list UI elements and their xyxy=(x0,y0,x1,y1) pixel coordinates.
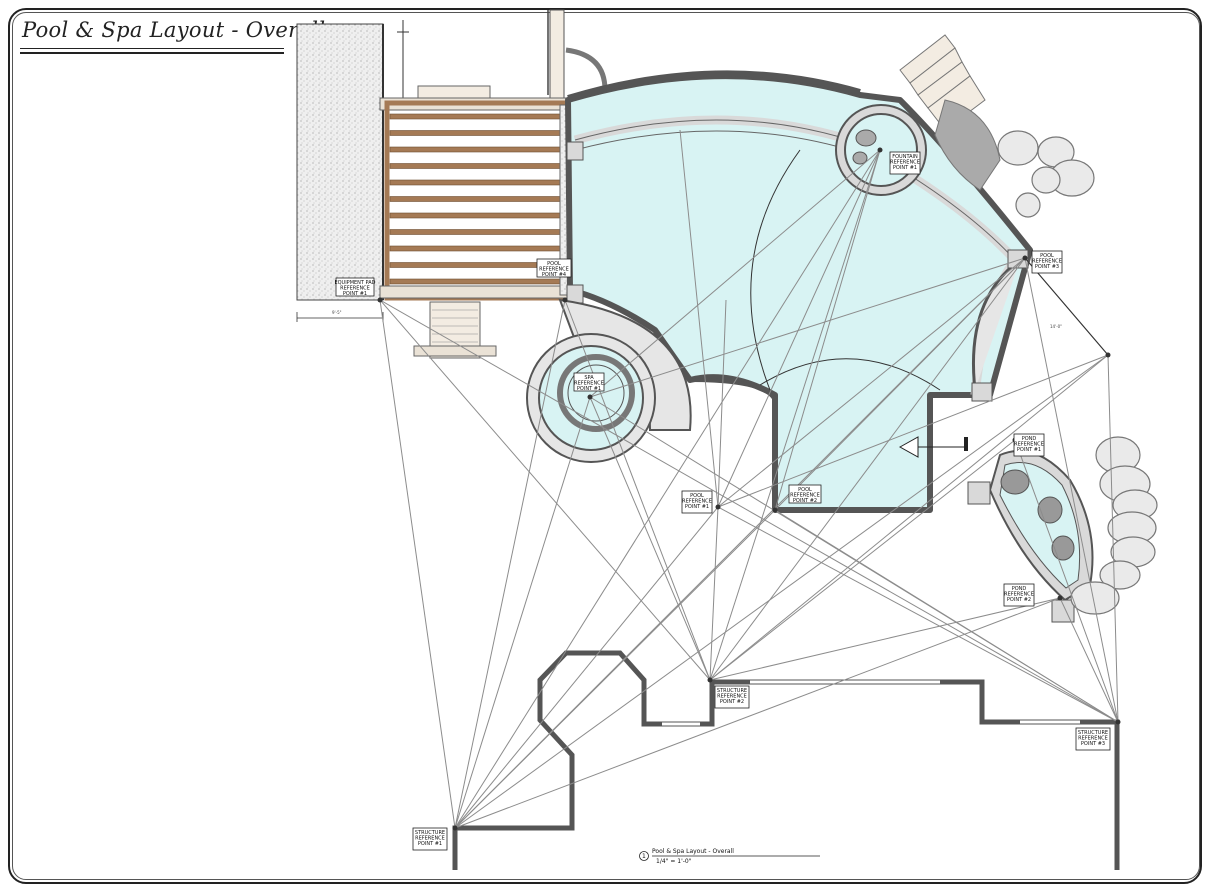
title-underline xyxy=(20,48,284,49)
ref-label-line: REFERENCE xyxy=(790,493,820,499)
ref-label-line: EQUIPMENT PAD xyxy=(334,280,375,286)
ref-label-line: REFERENCE xyxy=(682,499,712,505)
ref-label-line: REFERENCE xyxy=(340,286,370,292)
ref-label-line: REFERENCE xyxy=(415,836,445,842)
title-underline-thick xyxy=(20,52,284,54)
boulders-upper xyxy=(997,130,1095,218)
ref-label-line: POINT #2 xyxy=(720,699,744,705)
pergola-rafter xyxy=(389,130,563,136)
sheet-title: Pool & Spa Layout - Overall xyxy=(22,18,326,42)
ref-label-line: POND xyxy=(1022,436,1037,442)
drawing-caption: 1 Pool & Spa Layout - Overall 1/4" = 1'-… xyxy=(639,848,820,865)
ref-label-line: REFERENCE xyxy=(574,381,604,387)
ref-label-line: POINT #3 xyxy=(1081,741,1105,747)
caption-number: 1 xyxy=(642,853,646,860)
ref-label-line: POINT #1 xyxy=(343,291,367,297)
ref-label-line: STRUCTURE xyxy=(415,830,445,836)
triangulation-lines xyxy=(379,129,1119,829)
ref-label-line: FOUNTAIN xyxy=(892,154,918,160)
ref-label-line: POINT #1 xyxy=(1017,447,1041,453)
pergola-rafter xyxy=(389,262,563,268)
ref-label-line: POINT #2 xyxy=(793,498,817,504)
pergola-rafter xyxy=(389,245,563,252)
ref-label-line: REFERENCE xyxy=(1078,736,1108,742)
ref-label-box xyxy=(573,372,605,392)
ref-label-line: POINT #1 xyxy=(685,504,709,510)
ref-label-line: POINT #1 xyxy=(418,841,442,847)
ref-label-box xyxy=(1003,583,1035,607)
ref-label-line: POINT #1 xyxy=(577,386,601,392)
ref-label-box xyxy=(412,827,448,851)
pergola-rafter xyxy=(389,212,563,219)
ref-label-line: POINT #3 xyxy=(1035,264,1059,270)
planter-bed xyxy=(934,99,1001,191)
reference-markers xyxy=(377,147,1121,831)
equipment-dimension: 9'-5" xyxy=(296,310,384,322)
ref-label-line: POOL xyxy=(798,487,812,493)
ref-label-line: POOL xyxy=(1040,253,1054,259)
ref-label-box xyxy=(681,490,713,514)
pond xyxy=(967,449,1094,623)
ref-label-line: POINT #1 xyxy=(893,165,917,171)
pool-dimension-text: 14'-0" xyxy=(1050,324,1062,329)
house-wall xyxy=(296,9,608,301)
ref-label-line: REFERENCE xyxy=(1004,592,1034,598)
ref-label-line: POINT #4 xyxy=(542,272,566,278)
pergola-rafter xyxy=(389,196,563,202)
pool xyxy=(565,70,1033,513)
ref-label-box xyxy=(1013,433,1045,457)
pergola-steps xyxy=(413,301,497,359)
equipment-dimension-text: 9'-5" xyxy=(332,310,342,315)
pool-dimension-line xyxy=(1024,257,1109,356)
ref-label-line: POINT #2 xyxy=(1007,597,1031,603)
caption-name: Pool & Spa Layout - Overall xyxy=(652,848,734,855)
ref-label-line: POND xyxy=(1012,586,1027,592)
ref-label-line: REFERENCE xyxy=(1014,442,1044,448)
ref-label-line: POOL xyxy=(547,261,561,267)
pergola-rafter xyxy=(389,229,563,235)
pergola-rafter xyxy=(389,146,563,153)
ref-label-box xyxy=(1031,250,1063,274)
ref-label-box xyxy=(1075,727,1111,751)
pergola xyxy=(379,85,618,301)
ref-label-box xyxy=(536,258,572,278)
ref-label-line: STRUCTURE xyxy=(1078,730,1108,736)
pergola-rafter xyxy=(389,179,563,186)
ref-label-box xyxy=(714,685,750,709)
ref-label-box xyxy=(788,484,822,504)
ref-label-line: REFERENCE xyxy=(717,694,747,700)
pergola-rafter xyxy=(389,113,563,120)
boulders-lower xyxy=(1070,436,1158,615)
structure-walls xyxy=(452,650,1120,870)
ref-label-line: SPA xyxy=(584,375,594,381)
ref-label-line: REFERENCE xyxy=(539,267,569,273)
ref-label-box xyxy=(335,277,375,297)
pergola-rafter xyxy=(389,163,563,169)
ref-label-line: REFERENCE xyxy=(890,160,920,166)
ref-label-line: STRUCTURE xyxy=(717,688,747,694)
ref-label-box xyxy=(889,151,921,175)
ref-label-line: REFERENCE xyxy=(1032,259,1062,265)
pergola-rafter xyxy=(389,278,563,285)
ref-label-line: POOL xyxy=(690,493,704,499)
caption-scale: 1/4" = 1'-0" xyxy=(656,858,692,865)
structure-openings xyxy=(662,680,1080,726)
